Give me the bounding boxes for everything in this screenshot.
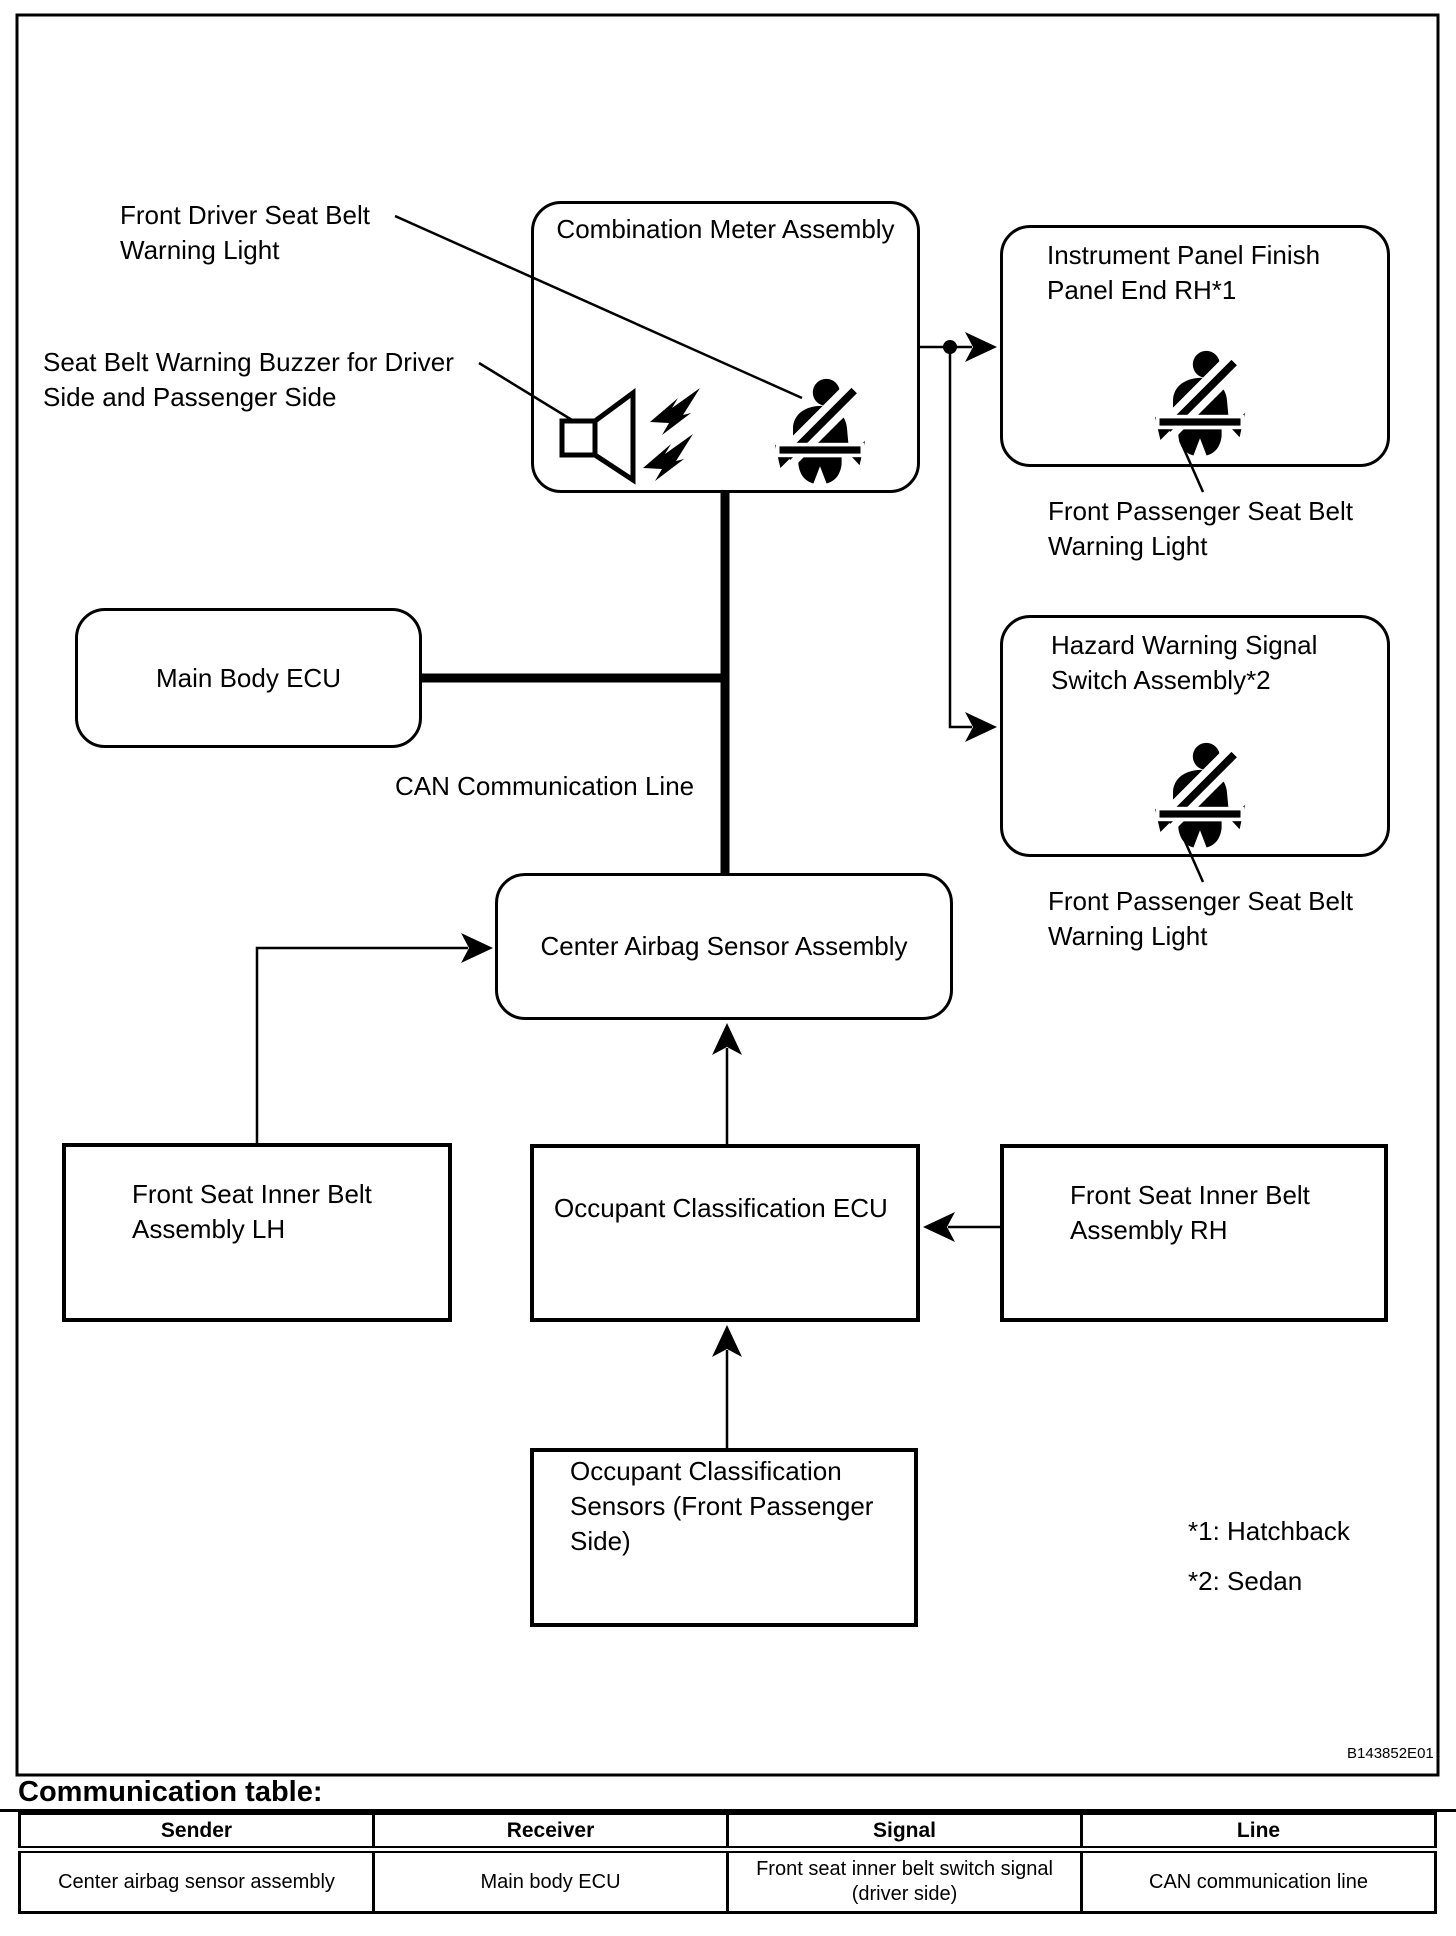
arrow-rh-to-ocecu (923, 1212, 955, 1242)
figure-code: B143852E01 (1347, 1745, 1434, 1762)
box-label: Occupant Classification Sensors (Front P… (570, 1456, 874, 1556)
cell-signal: Front seat inner belt switch signal (dri… (726, 1848, 1083, 1914)
arrow-sensors-to-ocecu (712, 1325, 742, 1357)
box-label: Instrument Panel Finish Panel End RH*1 (1047, 240, 1321, 305)
cell-line: CAN communication line (1080, 1848, 1437, 1914)
footnote-hatchback: *1: Hatchback (1188, 1516, 1350, 1546)
box-front-seat-inner-belt-assembly-lh: Front Seat Inner Belt Assembly LH (62, 1143, 452, 1322)
box-occupant-classification-ecu: Occupant Classification ECU (530, 1144, 920, 1322)
box-combination-meter-assembly: Combination Meter Assembly (531, 201, 920, 493)
box-label: Combination Meter Assembly (556, 214, 895, 244)
col-header-signal: Signal (726, 1812, 1083, 1853)
col-header-receiver: Receiver (372, 1812, 729, 1853)
callout-front-driver-seat-belt-warning-light: Front Driver Seat Belt Warning Light (120, 200, 370, 265)
box-front-seat-inner-belt-assembly-rh: Front Seat Inner Belt Assembly RH (1000, 1144, 1388, 1322)
communication-table: Sender Receiver Signal Line Center airba… (18, 1812, 1437, 1914)
col-header-sender: Sender (18, 1812, 375, 1853)
box-label: Occupant Classification ECU (554, 1193, 888, 1223)
footnote-sedan: *2: Sedan (1188, 1566, 1303, 1596)
table-row: Center airbag sensor assembly Main body … (18, 1848, 1437, 1914)
box-label: Front Seat Inner Belt Assembly RH (1070, 1180, 1310, 1245)
can-communication-line (421, 492, 730, 874)
communication-table-heading: Communication table: (18, 1776, 323, 1808)
arrow-ocecu-to-center-airbag (712, 1023, 742, 1055)
callout-seat-belt-warning-buzzer: Seat Belt Warning Buzzer for Driver Side… (43, 347, 454, 412)
arrow-to-hazard-switch (965, 712, 997, 742)
callout-front-passenger-seat-belt-warning-light-hatchback: Front Passenger Seat Belt Warning Light (1048, 496, 1353, 561)
arrow-to-center-airbag (461, 933, 493, 963)
box-main-body-ecu: Main Body ECU (75, 608, 422, 748)
box-label: Front Seat Inner Belt Assembly LH (132, 1179, 372, 1244)
junction-dot (943, 340, 957, 354)
callout-front-passenger-seat-belt-warning-light-sedan: Front Passenger Seat Belt Warning Light (1048, 886, 1353, 951)
cell-receiver: Main body ECU (372, 1848, 729, 1914)
box-occupant-classification-sensors: Occupant Classification Sensors (Front P… (530, 1448, 918, 1627)
box-label: Hazard Warning Signal Switch Assembly*2 (1051, 630, 1318, 695)
callout-can-communication-line: CAN Communication Line (395, 771, 695, 801)
heading-underline (0, 1809, 1456, 1812)
box-instrument-panel-finish-panel-end-rh: Instrument Panel Finish Panel End RH*1 (1000, 225, 1390, 467)
box-label: Main Body ECU (156, 662, 341, 693)
box-hazard-warning-signal-switch-assembly: Hazard Warning Signal Switch Assembly*2 (1000, 615, 1390, 857)
arrow-to-instrument-panel (965, 332, 997, 362)
box-label: Center Airbag Sensor Assembly (540, 931, 908, 961)
box-center-airbag-sensor-assembly: Center Airbag Sensor Assembly (495, 873, 953, 1020)
col-header-line: Line (1080, 1812, 1437, 1853)
table-header-row: Sender Receiver Signal Line (18, 1812, 1437, 1853)
cell-sender: Center airbag sensor assembly (18, 1848, 375, 1914)
